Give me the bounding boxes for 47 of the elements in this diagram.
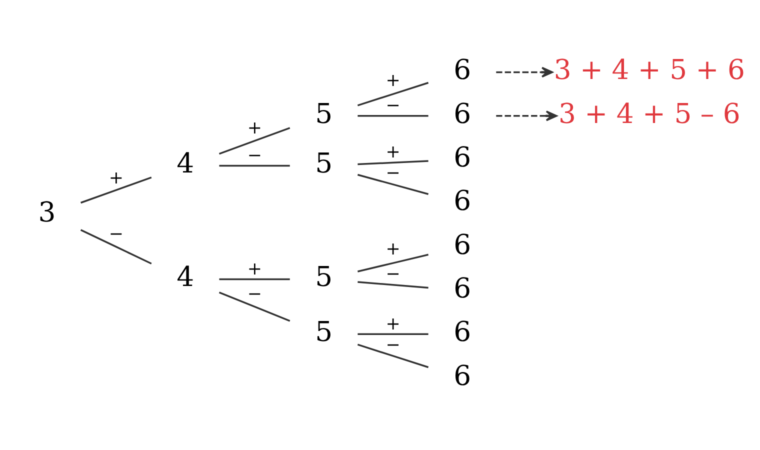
connector <box>358 160 428 166</box>
connector <box>218 127 290 155</box>
node-text: 5 <box>315 98 333 130</box>
node-text: 6 <box>454 186 472 218</box>
node-text: 6 <box>454 317 472 348</box>
edge-label: + <box>386 240 400 260</box>
node-text: 6 <box>454 230 472 261</box>
edge-label: − <box>108 224 124 245</box>
node-text: 3 <box>38 197 56 228</box>
edge-label: − <box>247 146 262 166</box>
edge-label: + <box>386 142 400 162</box>
node-text: 3 + 4 + 5 – 6 <box>558 98 740 130</box>
node-text: 5 <box>315 317 333 348</box>
arrow <box>496 66 553 78</box>
connector <box>358 333 428 336</box>
edge-label: − <box>386 96 400 116</box>
edge-label: + <box>247 118 262 139</box>
edge-label: + <box>386 71 400 92</box>
connector <box>358 281 428 289</box>
edge-label: + <box>108 168 124 188</box>
edge-label: − <box>247 284 262 304</box>
node-text: 6 <box>454 273 472 304</box>
edge-label: + <box>247 260 262 280</box>
node-text: 5 <box>315 148 333 180</box>
node-text: 6 <box>454 55 472 86</box>
edge-label: − <box>386 336 400 356</box>
node-text: 3 + 4 + 5 + 6 <box>554 55 745 86</box>
node-text: 4 <box>176 148 194 180</box>
connector <box>358 114 428 117</box>
connector <box>219 278 290 280</box>
node-text: 6 <box>454 360 472 392</box>
connector <box>357 344 429 368</box>
node-text: 5 <box>315 262 333 294</box>
edge-label: + <box>386 314 400 334</box>
connector <box>357 254 428 272</box>
connector <box>80 229 152 264</box>
connector <box>219 164 290 167</box>
node-text: 6 <box>454 98 472 130</box>
connector <box>357 174 429 195</box>
edge-label: − <box>386 163 400 184</box>
connector <box>80 176 152 204</box>
node-text: 4 <box>176 262 194 294</box>
arrow <box>496 110 558 122</box>
edge-label: − <box>386 264 400 285</box>
connector <box>357 82 429 106</box>
connector <box>218 292 290 322</box>
node-text: 6 <box>454 142 472 174</box>
